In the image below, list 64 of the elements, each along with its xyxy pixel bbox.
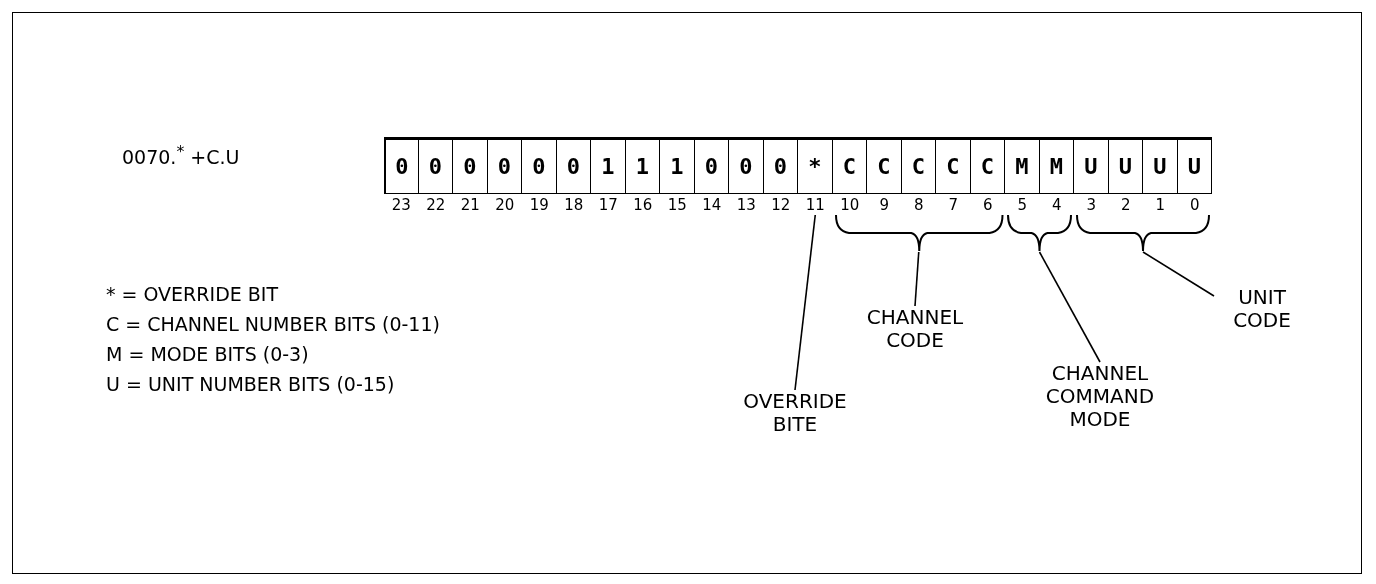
bit-cell: 0 — [694, 137, 729, 194]
bit-number: 10 — [839, 197, 861, 214]
register-label: 0070.$^{*}$ +C.U — [122, 142, 240, 169]
bit-number: 5 — [1016, 197, 1028, 214]
bit-cell: C — [867, 137, 902, 194]
bit-number: 0 — [1188, 197, 1201, 214]
legend-entry: * = OVERRIDE BIT — [106, 283, 279, 305]
bit-cell: 0 — [729, 137, 764, 194]
legend-entry: M = MODE BITS (0-3) — [106, 343, 309, 365]
bit-cell: 1 — [591, 137, 626, 194]
bit-cell: 1 — [625, 137, 660, 194]
curly-brace — [1076, 214, 1210, 252]
bit-number: 13 — [735, 197, 757, 214]
bit-number: 4 — [1050, 197, 1063, 214]
bit-number: 1 — [1154, 197, 1166, 214]
bit-number: 19 — [528, 197, 550, 214]
bit-cell: 0 — [763, 137, 798, 194]
leader-line — [914, 251, 920, 307]
bit-number: 22 — [425, 197, 447, 214]
bit-cell: * — [798, 137, 833, 194]
bit-cell: M — [1005, 137, 1040, 194]
bit-cell: 0 — [453, 137, 488, 194]
callout-label: UNIT CODE — [1212, 286, 1312, 334]
bit-number: 15 — [666, 197, 688, 214]
curly-brace — [834, 214, 1003, 252]
bit-cell: C — [901, 137, 936, 194]
bit-number: 9 — [878, 197, 890, 214]
callout-label: CHANNEL COMMAND MODE — [1030, 362, 1170, 434]
bit-cell: U — [1177, 137, 1212, 194]
bit-number: 8 — [912, 197, 925, 214]
bit-number: 14 — [701, 197, 723, 214]
bit-cell: 0 — [418, 137, 453, 194]
bit-cell: 0 — [487, 137, 522, 194]
bit-cell: 1 — [660, 137, 695, 194]
bit-number: 16 — [632, 197, 654, 214]
bit-number: 6 — [981, 197, 994, 214]
bit-cell: C — [832, 137, 867, 194]
bit-cell: C — [970, 137, 1005, 194]
bit-cell: C — [936, 137, 971, 194]
bit-number: 21 — [459, 197, 481, 214]
bit-cell: U — [1143, 137, 1178, 194]
bit-number: 11 — [804, 197, 826, 214]
bit-number: 18 — [563, 197, 585, 214]
bit-cell: U — [1074, 137, 1109, 194]
leader-line — [794, 214, 817, 391]
bit-number: 23 — [390, 197, 412, 214]
bit-number: 2 — [1119, 197, 1132, 214]
bit-number: 20 — [494, 197, 516, 214]
bit-cell: 0 — [556, 137, 591, 194]
legend-entry: U = UNIT NUMBER BITS (0-15) — [106, 373, 395, 395]
callout-label: CHANNEL CODE — [855, 306, 975, 354]
bit-cell: U — [1108, 137, 1143, 194]
callout-label: OVERRIDE BITE — [735, 390, 855, 438]
legend-entry: C = CHANNEL NUMBER BITS (0-11) — [106, 313, 440, 335]
leader-line — [1038, 251, 1101, 363]
bit-cell: M — [1039, 137, 1074, 194]
bit-cell: 0 — [522, 137, 557, 194]
leader-line — [1142, 251, 1215, 297]
curly-brace — [1007, 214, 1072, 252]
bit-number: 17 — [597, 197, 619, 214]
bit-number: 3 — [1085, 197, 1097, 214]
bit-cell: 0 — [384, 137, 419, 194]
bit-number: 12 — [770, 197, 792, 214]
bit-number: 7 — [947, 197, 959, 214]
